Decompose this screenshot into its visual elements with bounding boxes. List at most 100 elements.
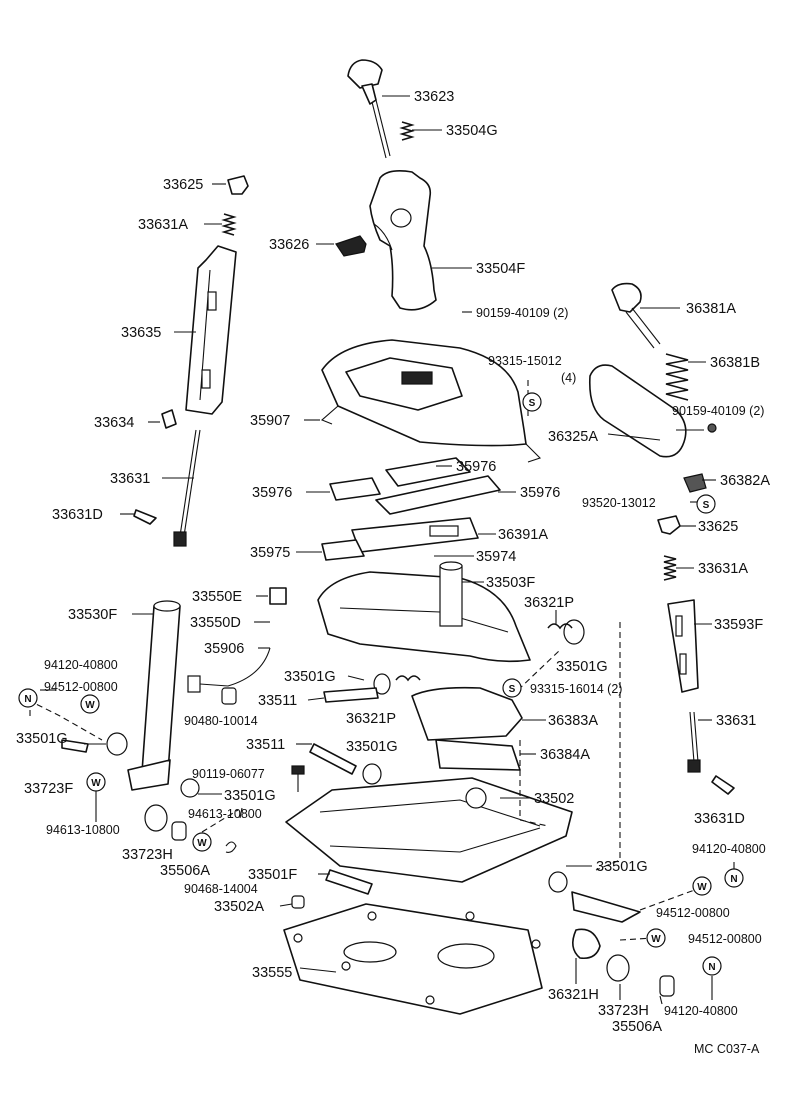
label-33501G-center: 33501G — [556, 659, 608, 675]
label-36321P-bottom: 36321P — [346, 711, 396, 727]
bracket-36383A — [411, 686, 523, 741]
label-35906: 35906 — [204, 641, 244, 657]
label-33504F: 33504F — [476, 261, 525, 277]
label-36391A: 36391A — [498, 527, 548, 543]
plate-36391A — [351, 517, 479, 553]
label-33623: 33623 — [414, 89, 454, 105]
label-94512-00800-right: 94512-00800 — [688, 932, 762, 946]
grommet-33550E — [269, 587, 287, 605]
cover-36325A — [588, 364, 687, 458]
rod-33635 — [185, 245, 237, 415]
label-35975: 35975 — [250, 545, 290, 561]
label-36382A: 36382A — [720, 473, 770, 489]
bracket-33634 — [161, 409, 177, 429]
label-33625-right: 33625 — [698, 519, 738, 535]
bolt-33723F — [61, 739, 89, 753]
spring-36381B — [665, 353, 689, 401]
svg-text:W: W — [697, 882, 707, 893]
plate-33555 — [283, 903, 543, 1015]
label-94613-10800-center: 94613-10800 — [188, 807, 262, 821]
label-33593F: 33593F — [714, 617, 763, 633]
base-frame-33502 — [285, 777, 573, 883]
label-93315-16014: 93315-16014 (2) — [530, 682, 622, 696]
label-36321H: 36321H — [548, 987, 599, 1003]
bushings-33723H — [144, 804, 630, 982]
spring-33631A-left — [221, 213, 237, 236]
collar-33502A — [291, 895, 305, 909]
label-33503F: 33503F — [486, 575, 535, 591]
label-33501G-lower: 33501G — [224, 788, 276, 804]
svg-text:W: W — [197, 838, 207, 849]
svg-text:S: S — [703, 500, 710, 511]
cable-33631-left — [173, 429, 201, 547]
label-94120-40800-left: 94120-40800 — [44, 658, 118, 672]
label-90159-40109-top: 90159-40109 (2) — [476, 306, 568, 320]
label-36381A: 36381A — [686, 301, 736, 317]
plate-35975 — [321, 539, 365, 561]
clip-36382A — [683, 473, 707, 493]
label-90159-40109-right: 90159-40109 (2) — [672, 404, 764, 418]
pin-33501F — [325, 869, 373, 895]
label-33631-right: 33631 — [716, 713, 756, 729]
lever-36321H — [571, 891, 641, 960]
clip-33626 — [335, 235, 367, 257]
callout-s-93315-15012: S — [522, 392, 542, 412]
assembly-dashes — [27, 380, 701, 941]
label-35974: 35974 — [476, 549, 516, 565]
label-94512-00800-left: 94512-00800 — [44, 680, 118, 694]
part-labels: 33623 33504G 33625 33631A 33626 33504F 3… — [16, 89, 770, 1056]
label-93520-13012: 93520-13012 — [582, 496, 656, 510]
collars-35506A — [171, 821, 675, 997]
pin-33631D-left — [133, 509, 157, 525]
knob-36381A — [611, 282, 661, 349]
callout-w-94512-right: W — [646, 928, 666, 948]
label-33511-bottom: 33511 — [246, 737, 285, 753]
label-36321P-top: 36321P — [524, 595, 574, 611]
label-94613-10800-left: 94613-10800 — [46, 823, 120, 837]
label-35976-c: 35976 — [520, 485, 560, 501]
label-35907: 35907 — [250, 413, 290, 429]
label-33501G-mid: 33501G — [346, 739, 398, 755]
callout-w-94613-center: W — [192, 832, 212, 852]
label-33723F: 33723F — [24, 781, 73, 797]
label-36381B: 36381B — [710, 355, 760, 371]
lever-tube-33530F — [127, 600, 181, 791]
spring-36321P — [395, 623, 573, 682]
bolt-90119 — [291, 765, 305, 792]
label-33550E: 33550E — [192, 589, 242, 605]
label-33626: 33626 — [269, 237, 309, 253]
callout-w-94512-right-top: W — [692, 876, 712, 896]
cable-33631-right — [687, 711, 701, 773]
spring-33504G — [399, 121, 415, 141]
label-33634: 33634 — [94, 415, 134, 431]
leader-lines — [40, 95, 735, 1005]
label-33501G-right: 33501G — [596, 859, 648, 875]
label-33511-top: 33511 — [258, 693, 297, 709]
svg-text:W: W — [85, 700, 95, 711]
label-33723H-right: 33723H — [598, 1003, 649, 1019]
label-33631A-right: 33631A — [698, 561, 748, 577]
label-33504G: 33504G — [446, 123, 498, 139]
callout-w-94512-left: W — [80, 694, 100, 714]
label-35506A-left: 35506A — [160, 863, 210, 879]
knob-body-33504F — [369, 170, 437, 311]
svg-text:S: S — [529, 398, 536, 409]
label-33501F: 33501F — [248, 867, 297, 883]
svg-text:N: N — [708, 962, 715, 973]
label-33530F: 33530F — [68, 607, 117, 623]
label-36383A: 36383A — [548, 713, 598, 729]
label-33631A-left: 33631A — [138, 217, 188, 233]
label-90480-10014: 90480-10014 — [184, 714, 258, 728]
label-90119-06077: 90119-06077 — [192, 767, 265, 781]
spring-33631A-right — [663, 555, 677, 581]
label-33625-left: 33625 — [163, 177, 203, 193]
label-33501G-left: 33501G — [16, 731, 68, 747]
label-33723H-left: 33723H — [122, 847, 173, 863]
label-33631-left: 33631 — [110, 471, 150, 487]
label-33555: 33555 — [252, 965, 292, 981]
label-36325A: 36325A — [548, 429, 598, 445]
clip-90468 — [225, 841, 237, 853]
svg-text:N: N — [730, 874, 737, 885]
svg-text:W: W — [91, 778, 101, 789]
label-33550D: 33550D — [190, 615, 241, 631]
